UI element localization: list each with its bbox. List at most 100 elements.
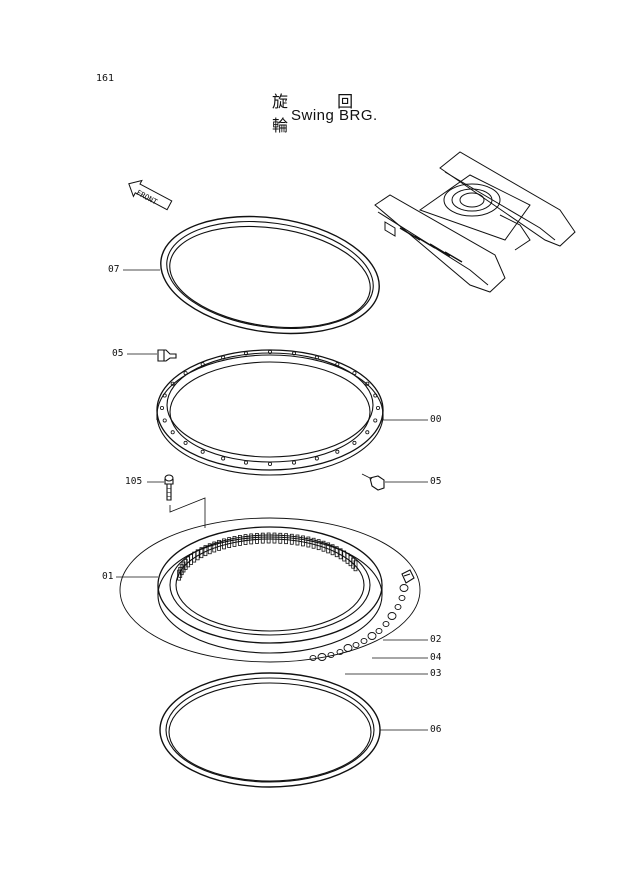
gear-tooth xyxy=(321,540,326,552)
bolt-hole xyxy=(267,461,272,466)
gear-teeth xyxy=(177,532,358,581)
ball xyxy=(336,648,344,656)
seal-ring-06 xyxy=(159,672,381,788)
ball xyxy=(327,651,335,659)
gear-tooth xyxy=(266,532,271,544)
gear-tooth xyxy=(289,533,294,545)
gear-tooth xyxy=(183,559,188,570)
callout-105: 105 xyxy=(125,476,143,487)
bolt-hole xyxy=(170,381,175,386)
gear-tooth xyxy=(255,533,259,544)
callout-02: 02 xyxy=(430,634,442,645)
gear-tooth xyxy=(177,569,182,581)
gear-tooth xyxy=(260,532,265,544)
gear-tooth xyxy=(212,541,217,553)
spacer xyxy=(387,612,397,620)
callout-01: 01 xyxy=(102,571,114,582)
gear-tooth xyxy=(272,532,277,544)
outer-race-00 xyxy=(156,349,384,476)
gear-tooth xyxy=(227,537,232,548)
bolt-hole xyxy=(352,371,357,376)
bolt-holes xyxy=(159,349,380,466)
grease-fitting-05-top xyxy=(157,349,177,362)
callout-07: 07 xyxy=(108,264,120,275)
bolt-hole xyxy=(373,418,378,423)
bolt-hole xyxy=(314,355,319,360)
callout-03: 03 xyxy=(430,668,442,679)
gear-tooth xyxy=(203,545,208,557)
bolt-hole xyxy=(159,405,164,410)
callout-05-top: 05 xyxy=(112,348,124,359)
page-number: 161 xyxy=(96,73,115,84)
bolt-hole xyxy=(373,393,378,398)
gear-tooth xyxy=(353,560,358,572)
gear-tooth xyxy=(316,539,321,551)
gear-tooth xyxy=(326,542,331,554)
callout-06: 06 xyxy=(430,724,442,735)
front-arrow-icon xyxy=(128,179,173,211)
ball xyxy=(375,627,383,635)
bolt-hole xyxy=(221,355,226,360)
ball xyxy=(382,620,390,628)
spacer xyxy=(367,632,377,640)
gear-tooth xyxy=(284,533,288,545)
ball xyxy=(352,641,360,649)
grease-fitting-05-right xyxy=(361,473,385,491)
gear-tooth xyxy=(334,546,339,558)
bolt-hole xyxy=(170,430,175,435)
gear-tooth xyxy=(351,557,356,569)
bolt-hole xyxy=(162,418,167,423)
gear-tooth xyxy=(222,538,226,550)
callout-05-right: 05 xyxy=(430,476,442,487)
bolt-hole xyxy=(365,430,370,435)
plug-02 xyxy=(401,569,415,584)
bolt-hole xyxy=(162,393,167,398)
gear-tooth xyxy=(330,544,335,556)
bolt-hole xyxy=(267,349,272,354)
gear-tooth xyxy=(195,549,200,561)
bolt-hole xyxy=(200,449,205,454)
gear-tooth xyxy=(338,548,343,560)
gear-tooth xyxy=(199,547,204,559)
title-english: Swing BRG. xyxy=(291,107,378,124)
bolt-105 xyxy=(164,474,174,501)
bolt-hole xyxy=(314,456,319,461)
balls-and-spacers xyxy=(309,584,409,662)
gear-tooth xyxy=(232,536,237,547)
bolt-hole xyxy=(352,440,357,445)
bolt-hole xyxy=(243,351,248,356)
spacer xyxy=(317,653,327,661)
callout-04: 04 xyxy=(430,652,442,663)
spacer xyxy=(399,584,409,592)
bolt-hole xyxy=(292,460,297,465)
callout-00: 00 xyxy=(430,414,442,425)
bolt-hole xyxy=(221,456,226,461)
gear-tooth xyxy=(192,551,197,563)
bolt-hole xyxy=(335,362,340,367)
leader-lines xyxy=(116,269,428,731)
ball xyxy=(398,594,406,602)
gear-tooth xyxy=(301,535,305,547)
undercarriage-illustration xyxy=(374,151,576,293)
gear-tooth xyxy=(217,539,221,551)
bolt-hole xyxy=(375,405,380,410)
ball xyxy=(309,654,317,662)
gear-tooth xyxy=(238,535,242,546)
gear-tooth xyxy=(306,536,311,548)
gear-tooth xyxy=(207,543,212,555)
gear-tooth xyxy=(278,532,283,544)
bolt-hole xyxy=(200,362,205,367)
bolt-hole xyxy=(365,381,370,386)
gear-tooth xyxy=(311,537,316,549)
bolt-hole xyxy=(183,371,188,376)
title-japanese: 旋 回 輪 xyxy=(272,92,376,135)
gear-tooth xyxy=(249,533,254,545)
bolt-hole xyxy=(335,449,340,454)
bolt-hole xyxy=(183,440,188,445)
ball xyxy=(394,603,402,611)
gear-tooth xyxy=(295,534,300,546)
spacer xyxy=(343,644,353,652)
bolt-105-leader xyxy=(169,497,206,528)
gear-tooth xyxy=(243,534,248,545)
